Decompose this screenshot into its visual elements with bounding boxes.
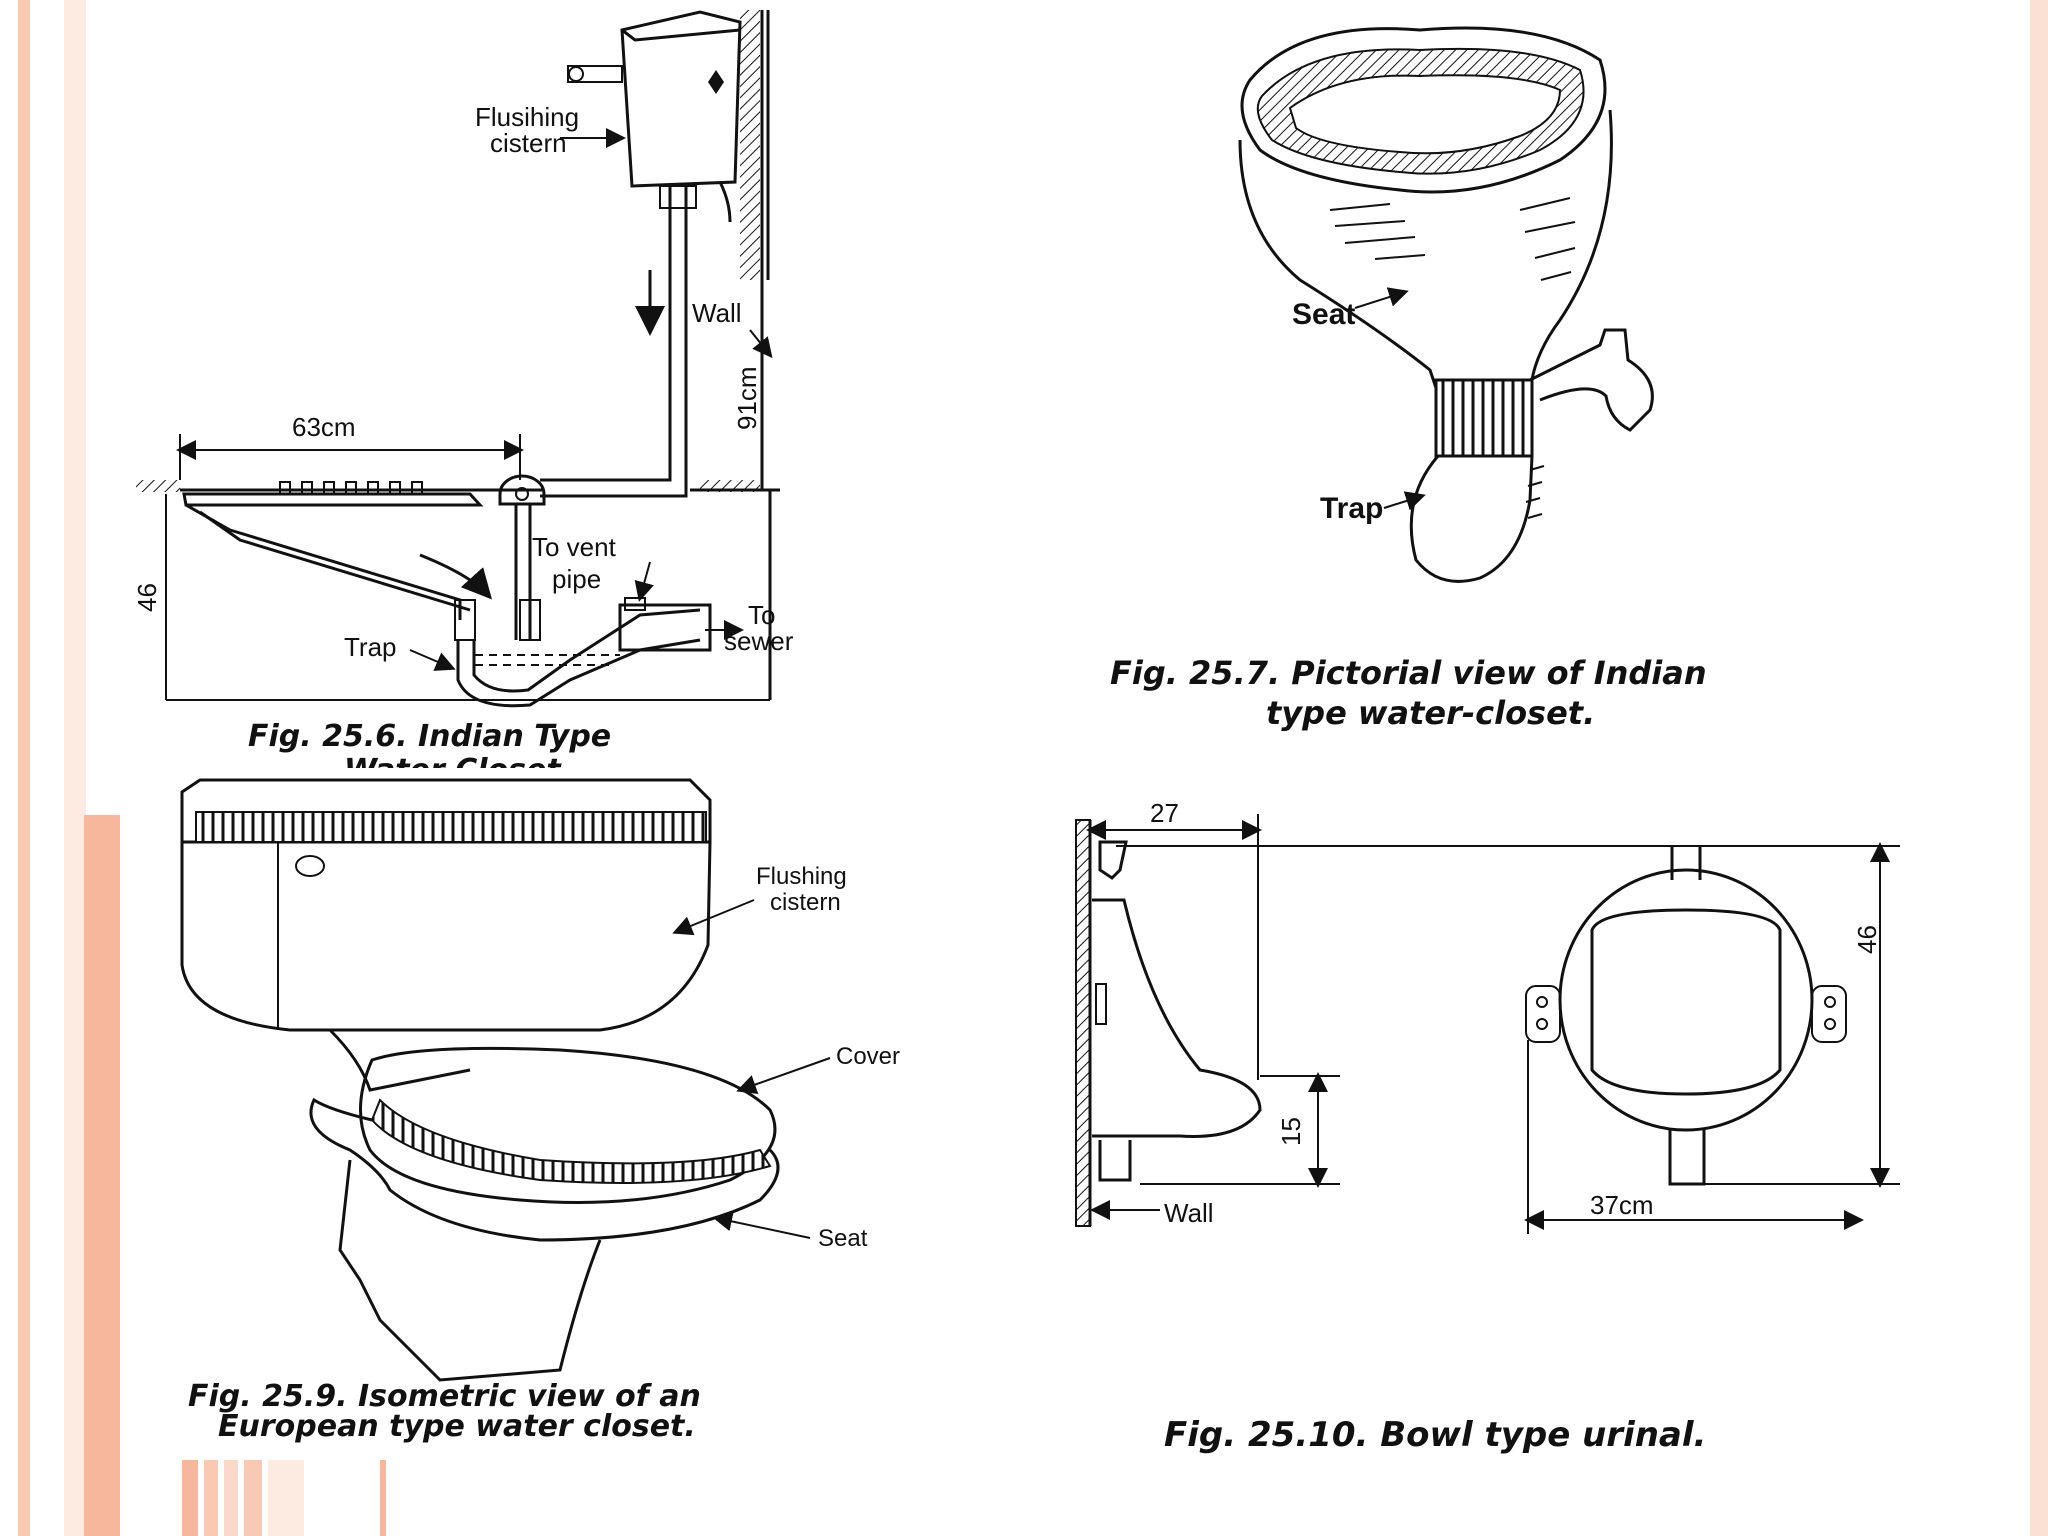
- trap-collar: [1434, 378, 1534, 458]
- fig-25-7-indian-wc-pictorial: Seat Trap Fig. 25.7. Pictorial view of I…: [1110, 26, 1707, 732]
- label-to-sewer-1: To: [748, 600, 775, 630]
- bottom-stripe-2: [204, 1460, 218, 1536]
- right-accent-bar: [2030, 0, 2048, 1536]
- label-flushing-cistern-1: Flusihing: [475, 102, 579, 132]
- label-wall: Wall: [1164, 1198, 1214, 1228]
- label-trap: Trap: [344, 632, 397, 662]
- label-trap: Trap: [1320, 492, 1383, 525]
- caption-fig-25-9-line2: European type water closet.: [218, 1409, 696, 1444]
- label-cover: Cover: [836, 1043, 900, 1070]
- bottom-stripe-5: [268, 1460, 304, 1536]
- label-seat: Seat: [1292, 298, 1355, 331]
- fig-25-10-bowl-urinal: 27 46 15 37cm Wall Fig. 25.10. Bowl type…: [1075, 798, 1900, 1455]
- pan-body-left: [1238, 139, 1442, 401]
- fig-25-9-european-wc: Flushing cistern Cover Seat Fig. 25.9. I…: [180, 778, 900, 1444]
- left-light-bar: [64, 0, 86, 1536]
- wall-hatch: [740, 10, 760, 280]
- dim-depth-27: 27: [1150, 798, 1179, 828]
- bottom-stripe-1: [182, 1460, 198, 1536]
- wall-hatch: [1075, 819, 1091, 1227]
- flushing-cistern-body: [180, 841, 712, 1032]
- caption-fig-25-9-line1: Fig. 25.9. Isometric view of an: [188, 1379, 701, 1414]
- caption-fig-25-10: Fig. 25.10. Bowl type urinal.: [1164, 1415, 1706, 1455]
- caption-fig-25-7-line1: Fig. 25.7. Pictorial view of Indian: [1110, 654, 1707, 692]
- dim-width-63cm: 63cm: [292, 412, 356, 442]
- label-seat: Seat: [818, 1225, 868, 1252]
- dim-depth-46: 46: [132, 583, 162, 612]
- bottom-stripe-3: [224, 1460, 238, 1536]
- label-flushing-cistern-1: Flushing: [756, 863, 847, 890]
- flushing-cistern: [620, 10, 742, 188]
- slide-decoration: [18, 0, 2048, 1536]
- seat-cover: [359, 1046, 777, 1204]
- cistern-handle: [567, 65, 623, 83]
- label-vent-pipe-2: pipe: [552, 564, 601, 594]
- lower-accent-block: [84, 815, 120, 1536]
- caption-fig-25-6: Fig. 25.6. Indian Type: [248, 719, 611, 754]
- label-vent-pipe-1: To vent: [532, 532, 617, 562]
- dim-height-91cm: 91cm: [732, 366, 762, 430]
- label-wall: Wall: [692, 298, 742, 328]
- pan-rim-outer: [1240, 26, 1607, 194]
- dim-width-37cm: 37cm: [1590, 1190, 1654, 1220]
- bottom-stripe-6: [380, 1460, 386, 1536]
- bottom-stripe-4: [244, 1460, 262, 1536]
- label-to-sewer-2: sewer: [724, 626, 794, 656]
- fig-25-6-indian-wc-section: Flusihing cistern Wall 91cm 63cm 46 To v…: [132, 10, 794, 788]
- label-flushing-cistern-2: cistern: [770, 889, 841, 916]
- label-flushing-cistern-2: cistern: [490, 128, 567, 158]
- dim-lip-15: 15: [1276, 1117, 1306, 1146]
- caption-fig-25-7-line2: type water-closet.: [1266, 694, 1595, 732]
- dim-height-46: 46: [1852, 925, 1882, 954]
- left-accent-bar: [18, 0, 30, 1536]
